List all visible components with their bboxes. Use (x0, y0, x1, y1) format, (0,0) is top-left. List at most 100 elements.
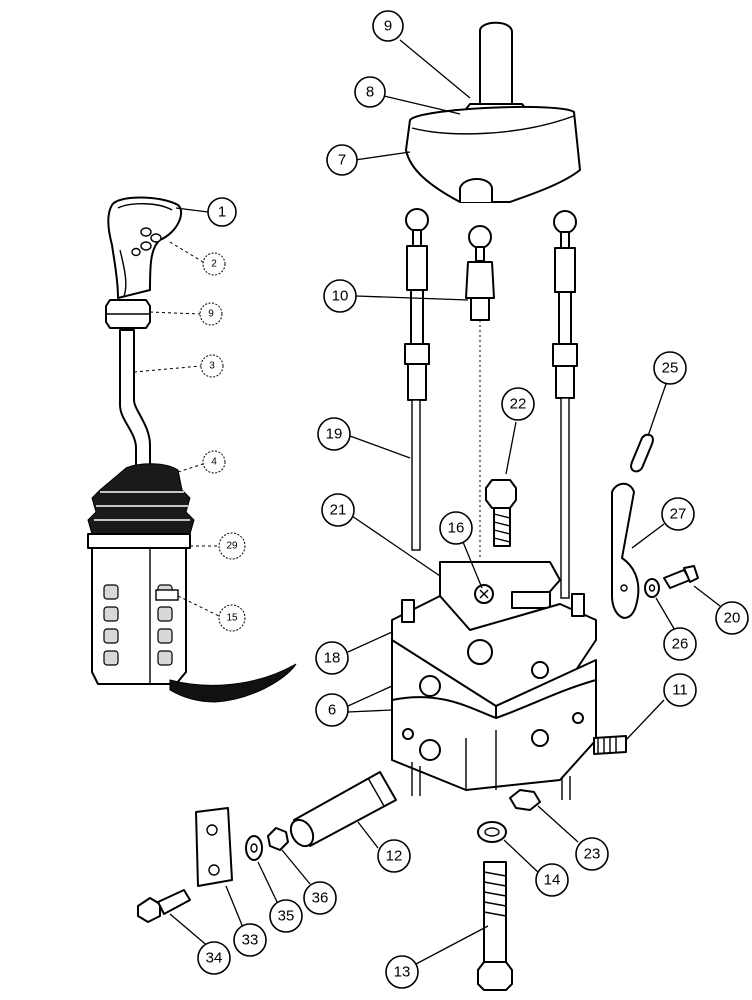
callout-12: 12 (377, 839, 411, 873)
callout-3: 3 (200, 354, 224, 378)
callout-circle (377, 839, 411, 873)
callout-16: 16 (439, 511, 473, 545)
ball-link-left (404, 208, 430, 551)
callout-19: 19 (317, 417, 351, 451)
bracket (611, 482, 640, 619)
callout-circle (663, 673, 697, 707)
callout-circle (439, 511, 473, 545)
callout-circle (200, 354, 224, 378)
callout-number: 29 (226, 541, 238, 552)
callout-number: 8 (366, 84, 374, 101)
callout-10: 10 (323, 279, 357, 313)
callout-number: 13 (394, 964, 411, 981)
callout-circle (663, 627, 697, 661)
callout-number: 6 (328, 702, 336, 719)
callout-8: 8 (354, 76, 386, 108)
callout-number: 9 (384, 18, 392, 35)
base-gasket (87, 533, 191, 549)
callout-33: 33 (233, 923, 267, 957)
callout-number: 23 (584, 846, 601, 863)
callout-7: 7 (326, 144, 358, 176)
callout-circle (197, 941, 231, 975)
callout-6: 6 (315, 693, 349, 727)
bolt-34 (137, 889, 191, 923)
callout-circle (715, 601, 749, 635)
callout-circle (315, 693, 349, 727)
callout-number: 34 (206, 950, 223, 967)
callout-13: 13 (385, 955, 419, 989)
grip-button (140, 227, 152, 237)
callout-number: 33 (242, 932, 259, 949)
callout-number: 2 (211, 259, 217, 270)
grip-button (140, 241, 152, 251)
callout-20: 20 (715, 601, 749, 635)
callout-22: 22 (501, 387, 535, 421)
callout-circle (321, 493, 355, 527)
bolt-13 (477, 861, 513, 991)
bolt-20 (663, 565, 699, 589)
joystick-shaft (119, 329, 151, 476)
wire-harness (169, 663, 297, 703)
callout-circle (326, 144, 358, 176)
pin-12 (289, 771, 397, 848)
callout-circle (233, 923, 267, 957)
callout-circle (218, 532, 246, 560)
callout-26: 26 (663, 627, 697, 661)
nut-36 (267, 827, 289, 851)
callout-number: 20 (724, 610, 741, 627)
callout-circle (303, 881, 337, 915)
callout-circle (269, 899, 303, 933)
callout-circle (372, 10, 404, 42)
callout-circle (323, 279, 357, 313)
ball-link-center (465, 225, 495, 321)
rubber-boot (87, 463, 195, 535)
grip-button (150, 233, 162, 243)
callout-circle (199, 302, 223, 326)
callout-29: 29 (218, 532, 246, 560)
callout-1: 1 (207, 197, 237, 227)
callout-18: 18 (315, 641, 349, 675)
callout-14: 14 (535, 863, 569, 897)
callout-15: 15 (218, 604, 246, 632)
valve-body (391, 593, 597, 800)
callout-number: 4 (211, 457, 217, 468)
callout-25: 25 (653, 351, 687, 385)
callout-21: 21 (321, 493, 355, 527)
callout-number: 3 (209, 361, 215, 372)
callout-circle (317, 417, 351, 451)
callout-number: 36 (312, 890, 329, 907)
callout-34: 34 (197, 941, 231, 975)
callout-2: 2 (202, 252, 226, 276)
callout-23: 23 (575, 837, 609, 871)
callouts: 1 2 9 3 4 29 15 9 8 7 10 19 22 25 21 16 … (197, 10, 749, 989)
callout-circle (218, 604, 246, 632)
bolt-22 (485, 479, 517, 547)
callout-number: 16 (448, 520, 465, 537)
callout-number: 26 (672, 636, 689, 653)
callout-circle (315, 641, 349, 675)
leader-lines (133, 39, 721, 965)
callout-circle (653, 351, 687, 385)
callout-35: 35 (269, 899, 303, 933)
callout-11: 11 (663, 673, 697, 707)
spring-pin (630, 433, 654, 473)
ball-link-right (552, 210, 578, 599)
callout-number: 22 (510, 396, 527, 413)
callout-number: 1 (218, 204, 226, 221)
callout-4: 4 (202, 450, 226, 474)
callout-number: 35 (278, 908, 295, 925)
callout-27: 27 (661, 497, 695, 531)
callout-9-small: 9 (199, 302, 223, 326)
callout-number: 25 (662, 360, 679, 377)
callout-circle (207, 197, 237, 227)
grip-button (131, 247, 141, 257)
callout-circle (661, 497, 695, 531)
callout-36: 36 (303, 881, 337, 915)
callout-circle (501, 387, 535, 421)
callout-circle (354, 76, 386, 108)
callout-number: 18 (324, 650, 341, 667)
callout-number: 19 (326, 426, 343, 443)
callout-circle (385, 955, 419, 989)
